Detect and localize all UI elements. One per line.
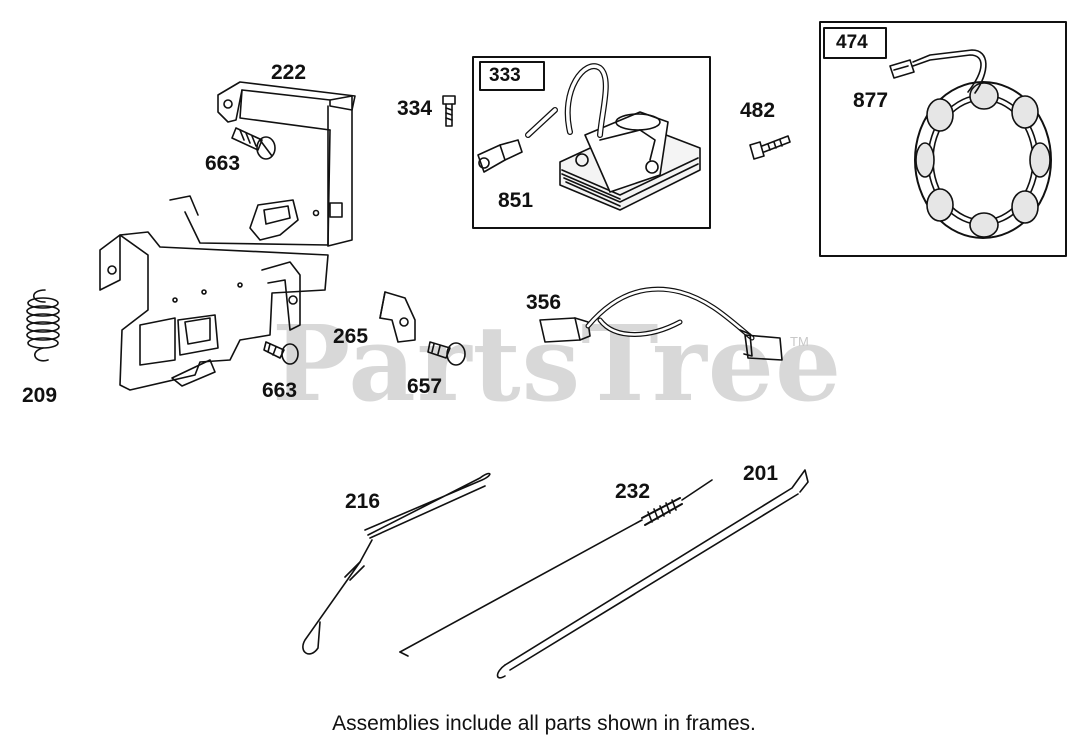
frame-474[interactable] [819,21,1067,257]
watermark-trademark: TM [790,334,809,349]
wire-harness-356[interactable] [539,286,783,361]
ignition-armature-333[interactable] [525,63,701,211]
frame-label-333: 333 [489,65,521,86]
callout-222[interactable]: 222 [271,61,307,84]
governor-link-232[interactable] [399,479,713,657]
callout-663-lower[interactable]: 663 [262,379,298,402]
connector-877[interactable] [889,59,915,79]
callout-877[interactable]: 877 [853,89,889,112]
callout-201[interactable]: 201 [743,462,779,485]
callout-209[interactable]: 209 [22,384,58,407]
screw-482[interactable] [749,135,791,160]
callout-216[interactable]: 216 [345,490,381,513]
screw-663-upper[interactable] [231,127,276,160]
callout-482[interactable]: 482 [740,99,776,122]
control-bracket-222[interactable] [99,81,356,391]
callout-334[interactable]: 334 [397,97,433,120]
clip-265[interactable] [379,291,416,343]
screw-334[interactable] [442,95,456,127]
screw-657[interactable] [427,341,466,366]
alternator-474[interactable] [912,49,1052,239]
screw-663-lower[interactable] [263,341,299,365]
callout-851[interactable]: 851 [498,189,534,212]
callout-356[interactable]: 356 [526,291,562,314]
callout-663-upper[interactable]: 663 [205,152,241,175]
callout-265[interactable]: 265 [333,325,369,348]
connector-851[interactable] [477,139,523,173]
governor-rod-201[interactable] [496,469,809,679]
callout-657[interactable]: 657 [407,375,443,398]
diagram-caption: Assemblies include all parts shown in fr… [332,712,756,735]
frame-label-474: 474 [836,32,868,53]
link-rod-216[interactable] [302,472,491,655]
callout-232[interactable]: 232 [615,480,651,503]
partstree-watermark: PartsTree [272,302,843,425]
spring-209[interactable] [26,289,60,362]
frame-333[interactable] [472,56,711,229]
